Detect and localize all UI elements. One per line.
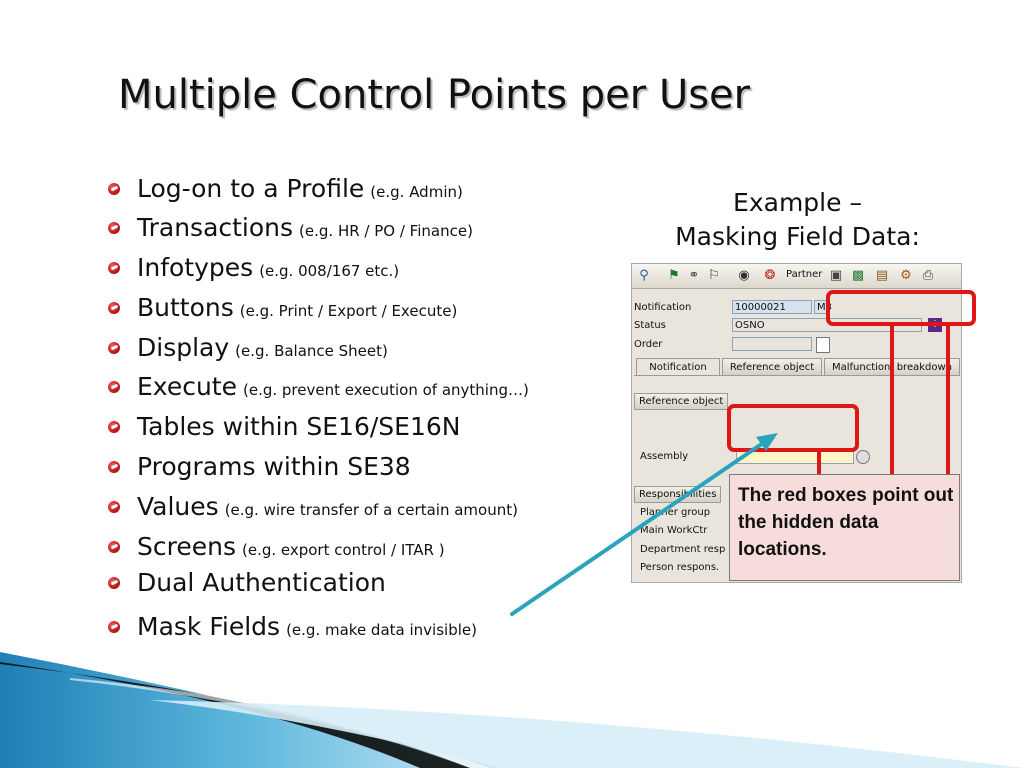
tab-notification[interactable]: Notification — [636, 358, 720, 375]
red-highlight-box — [727, 404, 859, 452]
bullet-note: (e.g. prevent execution of anything…) — [242, 381, 529, 399]
red-connector-line — [817, 451, 821, 475]
print-icon: ⎙ — [922, 268, 934, 283]
bullet-text: Screens — [137, 532, 236, 561]
example-line-1: Example – — [733, 188, 862, 217]
example-heading: Example – Masking Field Data: — [640, 186, 955, 254]
assembly-label: Assembly — [640, 451, 689, 462]
status-label: Status — [634, 320, 666, 331]
bullet-text: Buttons — [137, 293, 234, 322]
bullet-icon — [108, 621, 120, 633]
bullet-text: Log-on to a Profile — [137, 174, 365, 203]
red-highlight-box — [826, 290, 976, 326]
bullet-text: Values — [137, 492, 219, 521]
bullet-icon — [108, 381, 120, 393]
bullet-icon — [108, 222, 120, 234]
search-help-icon[interactable] — [856, 450, 870, 464]
bullet-icon — [108, 461, 120, 473]
sap-toolbar: ⚲ ⚑ ⚭ ⚐ ◉ ❂ Partner ▣ ▩ ▤ ⚙ ⎙ — [632, 264, 961, 289]
bullet-note: (e.g. HR / PO / Finance) — [299, 222, 473, 240]
notification-label: Notification — [634, 302, 692, 313]
tab-divider — [634, 375, 960, 376]
notification-field[interactable]: 10000021 — [732, 300, 812, 314]
bullet-icon — [108, 262, 120, 274]
bullet-note: (e.g. wire transfer of a certain amount) — [224, 501, 518, 519]
flag-outline-icon: ⚐ — [708, 268, 720, 283]
order-label: Order — [634, 339, 663, 350]
bullet-note: (e.g. Print / Export / Execute) — [239, 302, 458, 320]
lifebuoy-icon: ❂ — [764, 268, 776, 283]
bullet-icon — [108, 577, 120, 589]
reference-object-group: Reference object — [634, 393, 729, 410]
bullet-icon — [108, 302, 120, 314]
bullet-icon — [108, 342, 120, 354]
bullet-note: (e.g. Balance Sheet) — [235, 342, 388, 360]
bullet-text: Transactions — [137, 213, 294, 242]
binoculars-icon: ◉ — [738, 268, 750, 283]
glasses-icon: ⚭ — [688, 268, 700, 283]
red-connector-line — [946, 325, 950, 475]
document-icon[interactable] — [816, 337, 830, 353]
main-workctr-label: Main WorkCtr — [640, 525, 708, 536]
bullet-note: (e.g. make data invisible) — [286, 621, 477, 639]
bullet-text: Tables within SE16/SE16N — [137, 412, 461, 441]
example-line-2: Masking Field Data: — [675, 222, 920, 251]
bullet-text: Dual Authentication — [137, 568, 386, 597]
folder-icon: ▤ — [875, 268, 889, 283]
bullet-note: (e.g. Admin) — [370, 183, 463, 201]
order-field[interactable] — [732, 337, 812, 351]
bullet-text: Mask Fields — [137, 612, 281, 641]
bullet-note: (e.g. 008/167 etc.) — [259, 262, 400, 280]
partner-button[interactable]: Partner — [786, 269, 823, 280]
bullet-text: Display — [137, 333, 230, 362]
red-connector-line — [890, 325, 894, 475]
search-icon: ⚲ — [639, 268, 649, 283]
flag-icon: ⚑ — [668, 268, 680, 283]
department-resp-label: Department resp — [640, 544, 726, 555]
planner-group-label: Planner group — [640, 507, 711, 518]
bullet-icon — [108, 541, 120, 553]
bullet-icon — [108, 501, 120, 513]
callout-box: The red boxes point out the hidden data … — [729, 474, 960, 581]
tab-reference-object[interactable]: Reference object — [722, 358, 822, 375]
bullet-text: Infotypes — [137, 253, 254, 282]
person-respons-label: Person respons. — [640, 562, 720, 573]
bullet-icon — [108, 183, 120, 195]
bullet-icon — [108, 421, 120, 433]
export-icon: ▩ — [851, 268, 865, 283]
bullet-text: Programs within SE38 — [137, 452, 411, 481]
slide-title: Multiple Control Points per User — [118, 72, 751, 118]
document-icon: ▣ — [829, 268, 843, 283]
bullet-note: (e.g. export control / ITAR ) — [241, 541, 445, 559]
tools-icon: ⚙ — [900, 268, 912, 283]
bullet-text: Execute — [137, 372, 237, 401]
